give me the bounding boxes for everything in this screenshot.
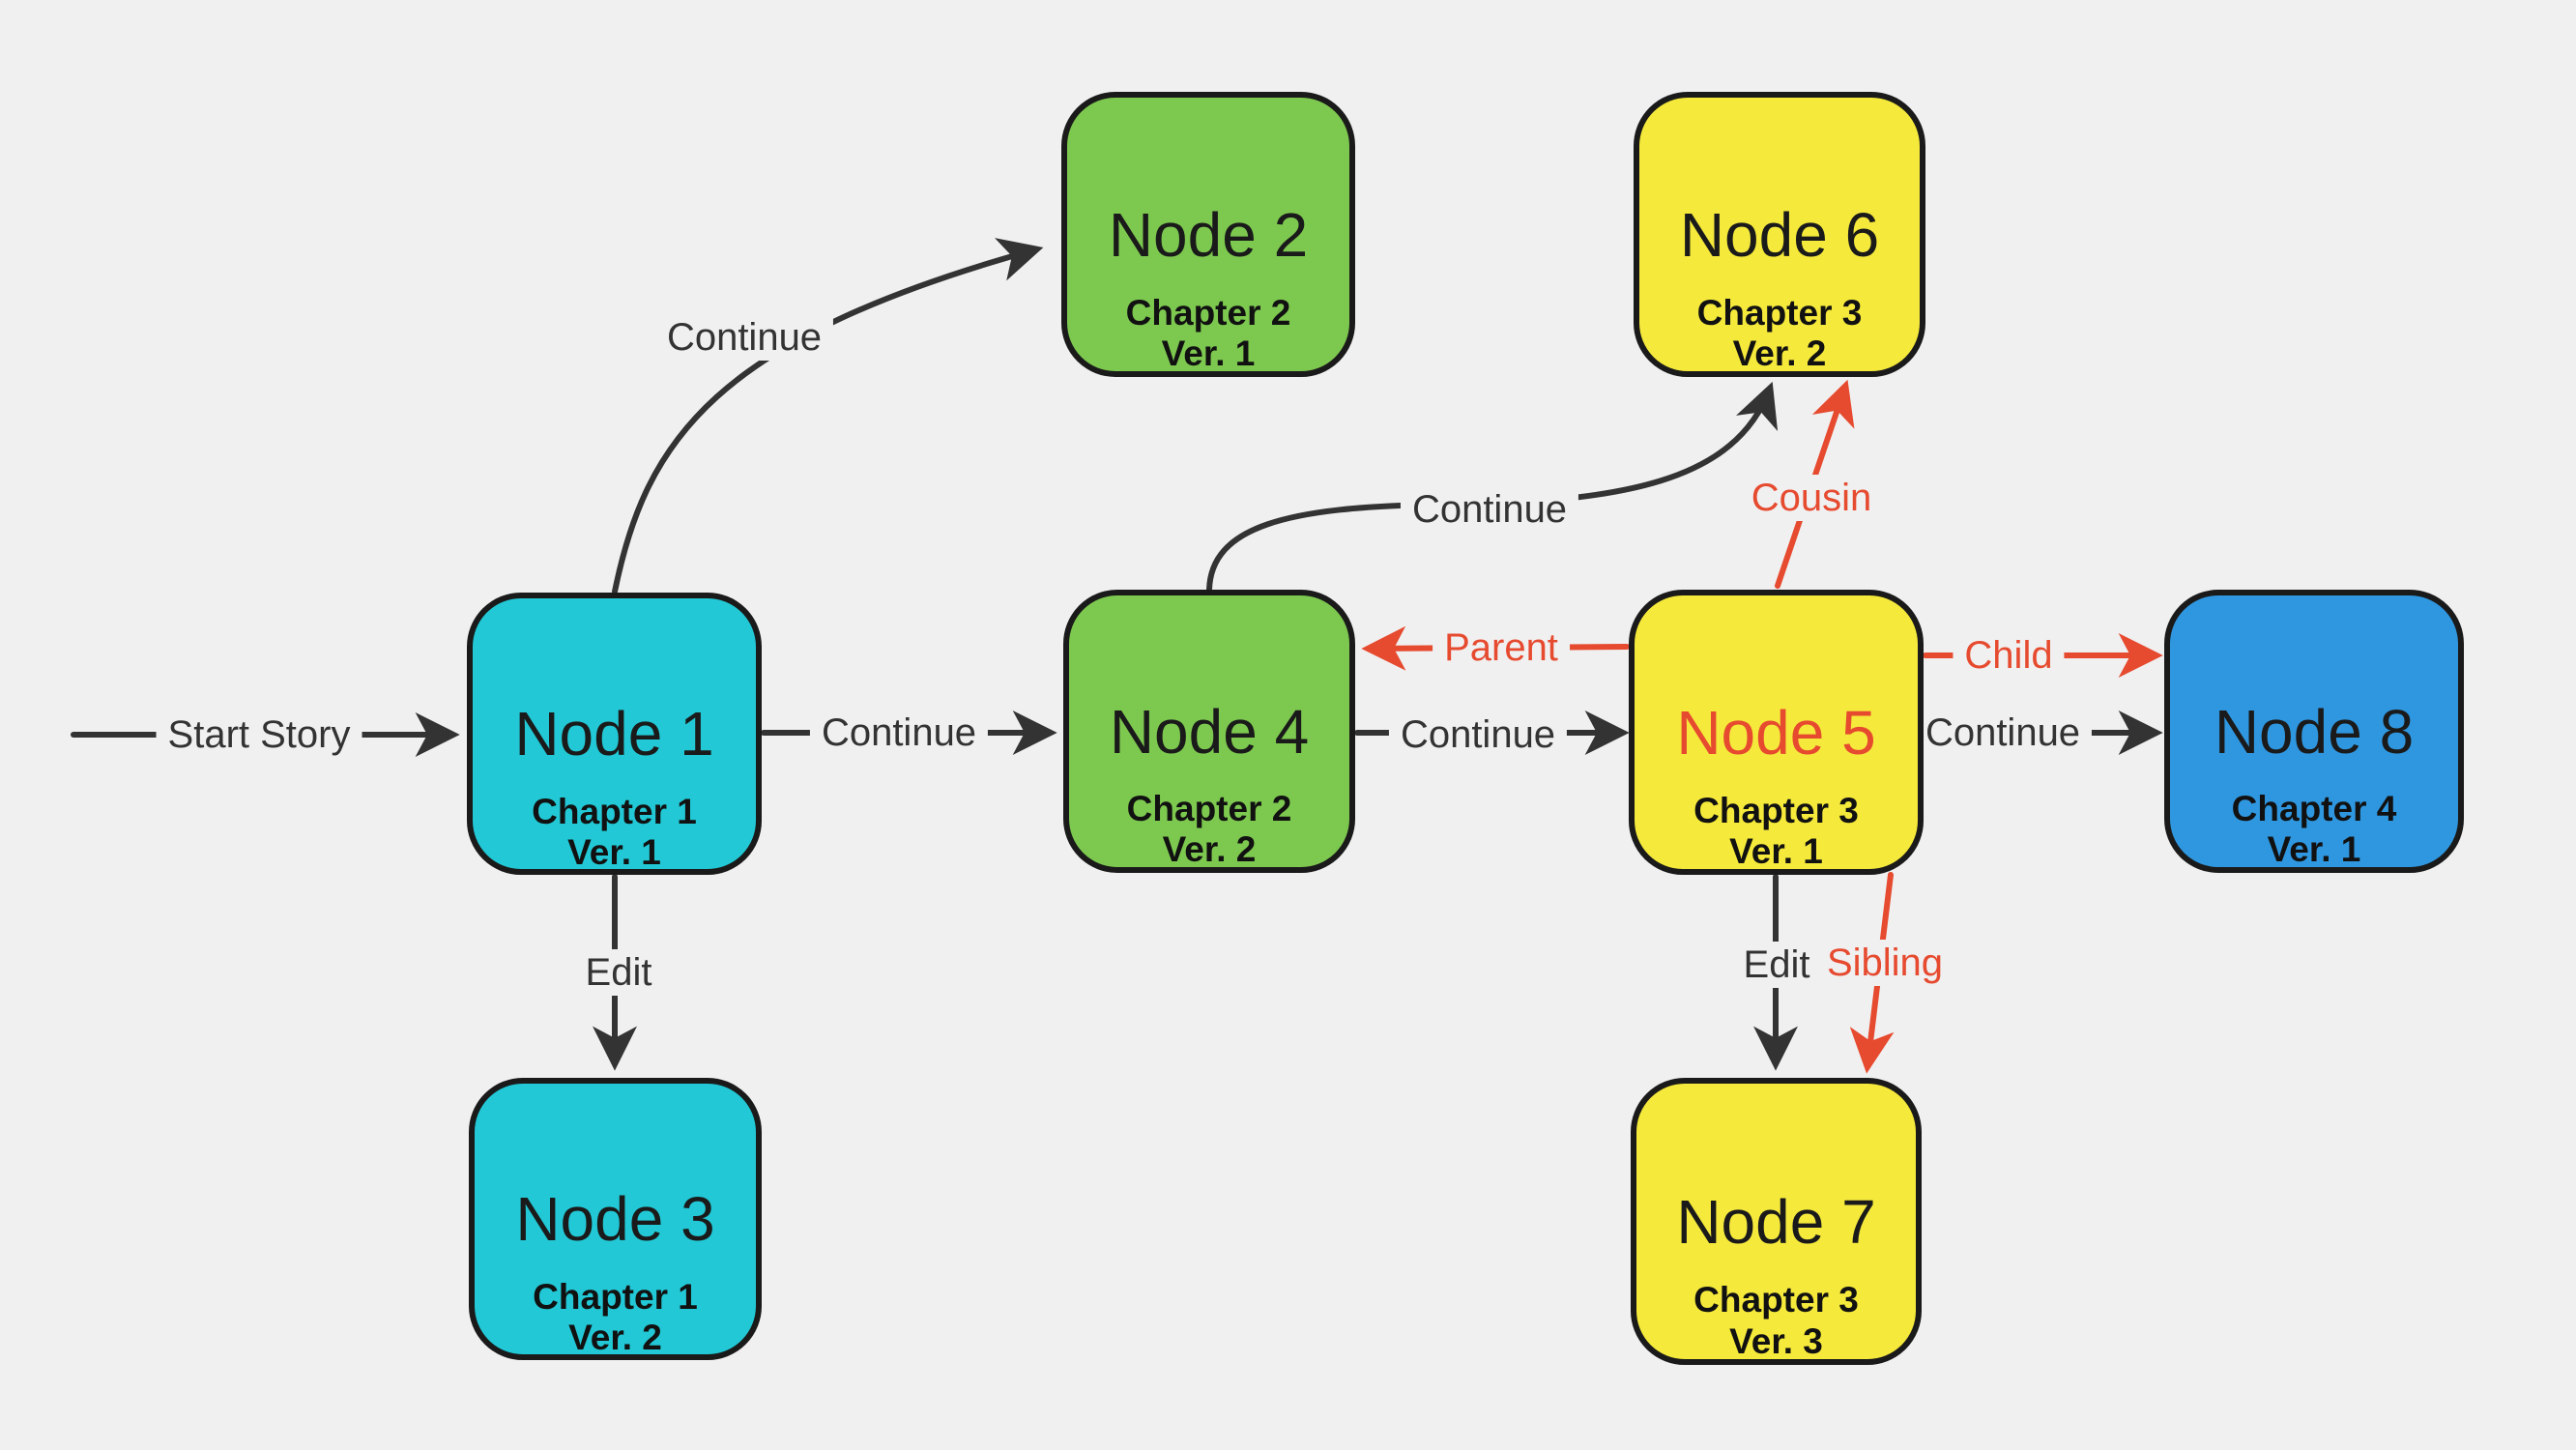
edge-label-node5-node7-edit: Edit [1731,942,1822,988]
edge-label-parent: Parent [1433,624,1570,671]
node-8-version: Ver. 1 [2267,829,2361,870]
node-8[interactable]: Node 8 Chapter 4 Ver. 1 [2164,590,2464,873]
edge-node1-node2 [612,238,1044,594]
node-4-chapter: Chapter 2 [1126,789,1292,829]
node-5-chapter: Chapter 3 [1693,790,1859,830]
edge-label-node1-node4-continue: Continue [809,710,989,756]
edge-label-sibling: Sibling [1814,940,1955,986]
edge-label-node1-node3-edit: Edit [573,949,664,996]
edge-label-node4-node5-continue: Continue [1388,711,1568,758]
node-2-title: Node 2 [1108,199,1309,270]
node-6-title: Node 6 [1679,199,1880,270]
node-7[interactable]: Node 7 Chapter 3 Ver. 3 [1631,1078,1922,1365]
node-8-title: Node 8 [2214,696,2415,767]
edge-label-cousin: Cousin [1739,475,1884,521]
node-3[interactable]: Node 3 Chapter 1 Ver. 2 [469,1078,762,1360]
node-3-chapter: Chapter 1 [533,1276,698,1317]
edge-label-child: Child [1953,632,2065,679]
edge-label-start-story: Start Story [156,711,362,758]
edge-label-node1-node2-continue: Continue [654,314,834,361]
node-5[interactable]: Node 5 Chapter 3 Ver. 1 [1629,590,1924,875]
node-3-title: Node 3 [515,1184,715,1254]
node-6-version: Ver. 2 [1732,334,1827,374]
node-6-chapter: Chapter 3 [1696,292,1863,333]
node-4-version: Ver. 2 [1162,829,1257,870]
node-1-title: Node 1 [514,699,714,768]
node-7-chapter: Chapter 3 [1693,1280,1859,1320]
node-7-version: Ver. 3 [1729,1320,1823,1361]
node-3-version: Ver. 2 [568,1317,662,1357]
node-2-chapter: Chapter 2 [1125,292,1291,333]
node-7-title: Node 7 [1676,1186,1876,1257]
node-1-chapter: Chapter 1 [532,791,697,831]
node-2[interactable]: Node 2 Chapter 2 Ver. 1 [1061,92,1355,377]
node-6[interactable]: Node 6 Chapter 3 Ver. 2 [1634,92,1925,377]
edge-label-node4-node6-continue: Continue [1400,486,1579,533]
node-5-version: Ver. 1 [1729,831,1823,872]
node-1[interactable]: Node 1 Chapter 1 Ver. 1 [467,593,762,875]
edge-label-node5-node8-continue: Continue [1913,710,2093,756]
node-4[interactable]: Node 4 Chapter 2 Ver. 2 [1063,590,1355,873]
node-8-chapter: Chapter 4 [2231,789,2397,829]
node-5-title: Node 5 [1676,697,1876,768]
node-4-title: Node 4 [1109,696,1310,767]
node-1-version: Ver. 1 [567,831,661,872]
node-2-version: Ver. 1 [1161,334,1256,374]
